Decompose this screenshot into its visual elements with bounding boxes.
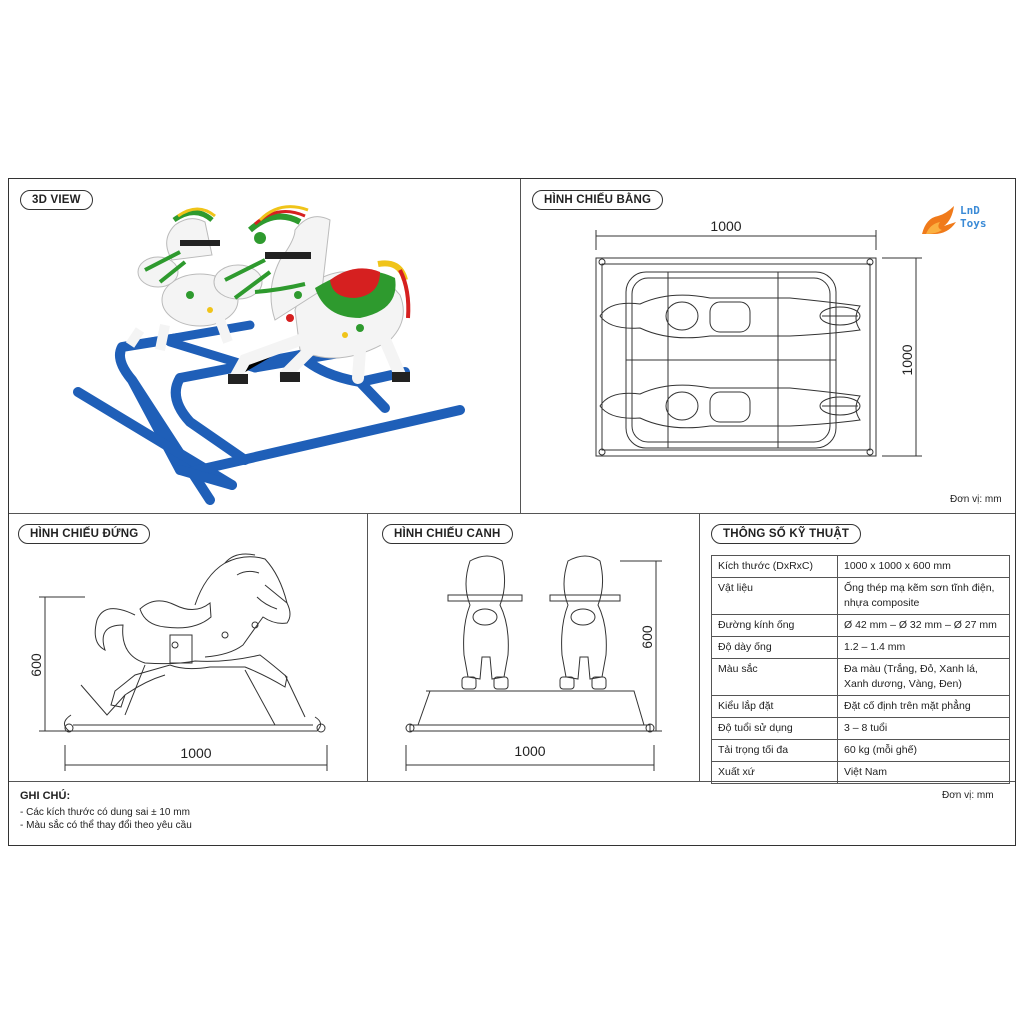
spec-key: Đường kính ống bbox=[711, 614, 838, 637]
dimension-width: 1000 bbox=[180, 745, 211, 761]
dimension-height: 600 bbox=[639, 625, 655, 649]
spec-value: 1000 x 1000 x 600 mm bbox=[837, 555, 1010, 578]
note-line: - Màu sắc có thể thay đổi theo yêu cầu bbox=[20, 820, 192, 831]
dimension-width: 1000 bbox=[710, 218, 741, 234]
divider bbox=[520, 179, 521, 513]
top-view-drawing: 1000 1000 bbox=[595, 218, 922, 457]
spec-key: Kích thước (DxRxC) bbox=[711, 555, 838, 578]
notes-block: GHI CHÚ: - Các kích thước có dung sai ± … bbox=[20, 790, 192, 832]
divider bbox=[367, 513, 368, 781]
side-view-drawing: 600 1000 bbox=[405, 555, 662, 771]
divider bbox=[9, 513, 1015, 514]
flame-icon bbox=[922, 206, 956, 234]
spec-value: 1.2 – 1.4 mm bbox=[837, 636, 1010, 659]
dimension-height: 600 bbox=[28, 653, 44, 677]
unit-label-specs: Đơn vị: mm bbox=[942, 790, 994, 801]
divider bbox=[9, 781, 1015, 782]
spec-value: Đặt cố định trên mặt phẳng bbox=[837, 695, 1010, 718]
panel-title-side-view: HÌNH CHIẾU CANH bbox=[382, 524, 513, 544]
spec-key: Tải trọng tối đa bbox=[711, 739, 838, 762]
divider bbox=[699, 513, 700, 781]
spec-key: Vật liệu bbox=[711, 577, 838, 615]
dimension-width: 1000 bbox=[514, 743, 545, 759]
spec-value: Ø 42 mm – Ø 32 mm – Ø 27 mm bbox=[837, 614, 1010, 637]
panel-title-top-view: HÌNH CHIẾU BẰNG bbox=[532, 190, 664, 210]
logo-text-line2: Toys bbox=[960, 217, 987, 230]
front-view-drawing: 600 1000 bbox=[28, 553, 328, 771]
spec-value: Việt Nam bbox=[837, 761, 1010, 784]
spec-key: Độ tuổi sử dụng bbox=[711, 717, 838, 740]
notes-title: GHI CHÚ: bbox=[20, 790, 71, 802]
spec-value: Đa màu (Trắng, Đỏ, Xanh lá, Xanh dương, … bbox=[837, 658, 1010, 696]
spec-key: Màu sắc bbox=[711, 658, 838, 696]
panel-title-3d-view: 3D VIEW bbox=[20, 190, 93, 210]
spec-row: Kích thước (DxRxC)1000 x 1000 x 600 mm bbox=[711, 555, 1010, 578]
horse-3d-illustration bbox=[73, 205, 465, 505]
spec-value: 3 – 8 tuổi bbox=[837, 717, 1010, 740]
logo-text-line1: LnD bbox=[960, 204, 980, 217]
spec-key: Xuất xứ bbox=[711, 761, 838, 784]
note-line: - Các kích thước có dung sai ± 10 mm bbox=[20, 807, 190, 818]
spec-value: 60 kg (mỗi ghế) bbox=[837, 739, 1010, 762]
panel-title-specs: THÔNG SỐ KỸ THUẬT bbox=[711, 524, 862, 544]
dimension-depth: 1000 bbox=[899, 344, 915, 375]
spec-key: Độ dày ống bbox=[711, 636, 838, 659]
unit-label-top: Đơn vị: mm bbox=[950, 494, 1002, 505]
horse-front bbox=[213, 205, 411, 384]
panel-title-front-view: HÌNH CHIẾU ĐỨNG bbox=[18, 524, 151, 544]
spec-key: Kiểu lắp đặt bbox=[711, 695, 838, 718]
spec-value: Ống thép mạ kẽm sơn tĩnh điện, nhựa comp… bbox=[837, 577, 1010, 615]
